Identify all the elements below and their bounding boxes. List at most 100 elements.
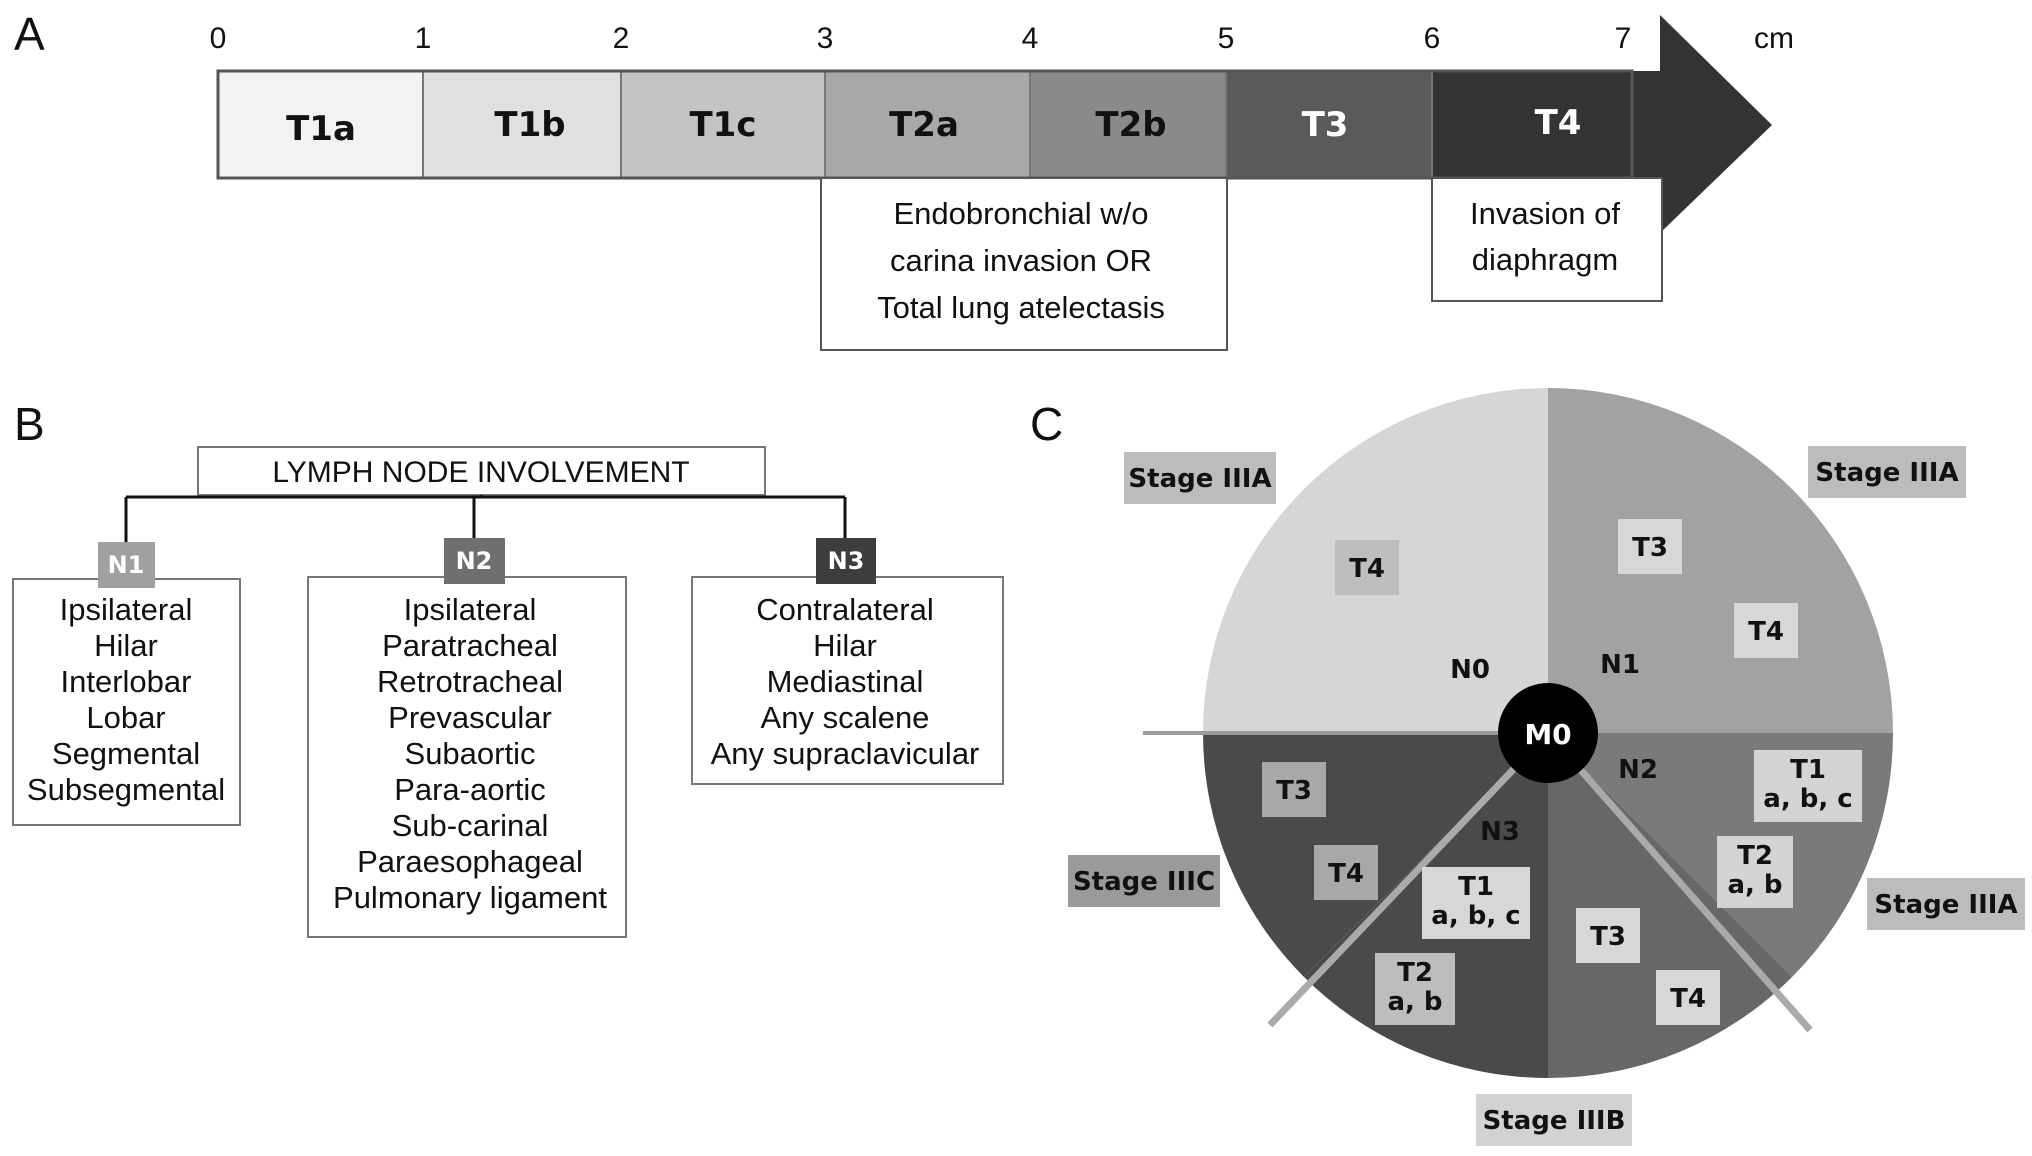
tick-6: 6 [1424,22,1441,55]
n2-item: Pulmonary ligament [333,880,607,915]
tree-connectors [124,495,847,542]
n3b-t4-tag [1656,970,1720,1025]
segment-t4 [1431,70,1633,179]
panel-c: C M0 N0 N1 N2 N3 T4 T3 T4 [1030,388,2025,1146]
n3-badge-label: N3 [828,547,865,575]
n3-t2-sub: a, b [1387,987,1442,1017]
stage-right: Stage IIIA [1874,890,2017,920]
n0-t4-text: T4 [1349,554,1385,584]
n2-t1-text: T1 [1790,755,1826,785]
n1-t3-text: T3 [1632,533,1668,563]
n1-t4-text: T4 [1748,617,1784,647]
sector-n3-right [1548,733,1792,1079]
n3b-t3-text: T3 [1590,922,1626,952]
tick-3: 3 [817,22,834,55]
n2-t2-tag [1717,836,1793,908]
n1-item: Segmental [52,736,200,771]
segment-t3 [1225,70,1433,179]
panel-c-letter: C [1030,398,1063,450]
n2-item: Ipsilateral [404,592,537,627]
lymph-node-title-box [197,446,766,496]
n2-box [307,576,627,938]
n1-item: Hilar [94,628,158,663]
n2-item: Paratracheal [382,628,558,663]
t-category-tags: T4 T3 T4 T1 a, b, c T2 a, b T3 T4 T1 a, … [1262,519,1862,1025]
lymph-node-title: LYMPH NODE INVOLVEMENT [272,456,689,489]
n2-t2-sub: a, b [1727,870,1782,900]
n3-t2-text: T2 [1397,958,1433,988]
n1-t4-tag [1734,603,1798,658]
stage-top-right: Stage IIIA [1815,458,1958,488]
n2-t1-tag [1754,750,1862,822]
stage-bottom-tag [1476,1094,1632,1146]
tick-4: 4 [1022,22,1039,55]
tick-2: 2 [613,22,630,55]
n0-t4-tag [1335,540,1399,595]
n1-item: Ipsilateral [60,592,193,627]
n3b-t3-tag [1576,908,1640,963]
stage-labels: Stage IIIA Stage IIIA Stage IIIC Stage I… [1068,446,2025,1146]
t2-criteria-line-2: carina invasion OR [890,243,1152,278]
label-t4: T4 [1535,103,1582,143]
t4-criteria-line-1: Invasion of [1470,196,1620,231]
stage-right-tag [1867,878,2025,930]
n3-t1-tag [1422,867,1530,939]
n3-t3-tag [1262,762,1326,817]
n2-item: Para-aortic [394,772,546,807]
sector-n1 [1548,388,1893,733]
segment-t1b [422,70,622,179]
n3-t1-text: T1 [1458,872,1494,902]
n2-t1-sub: a, b, c [1763,784,1852,814]
label-t1c: T1c [689,105,756,145]
label-t3: T3 [1302,105,1349,145]
tick-7: 7 [1615,22,1632,55]
t4-criteria-box [1431,177,1663,302]
stage-bottom: Stage IIIB [1483,1106,1626,1136]
tick-5: 5 [1218,22,1235,55]
n1-item: Lobar [86,700,165,735]
panel-b-letter: B [14,398,45,450]
n2-item: Sub-carinal [392,808,549,843]
stage-left-tag [1068,855,1220,907]
n1-badge [98,542,155,588]
panel-a: A 0 1 2 3 4 5 6 7 cm T1a T1b [14,8,1794,351]
t2-criteria-line-3: Total lung atelectasis [877,290,1165,325]
label-t2a: T2a [889,105,959,145]
n3-item: Any scalene [761,700,930,735]
n1-badge-label: N1 [108,551,145,579]
n2-badge-label: N2 [456,547,493,575]
n1-t3-tag [1618,519,1682,574]
n3-badge [816,538,876,584]
n3-t4-text: T4 [1328,859,1364,889]
n1-box [12,578,241,826]
n3-label: N3 [1480,817,1520,847]
cm-axis: 0 1 2 3 4 5 6 7 cm [210,22,1794,55]
n3-t2-tag [1375,953,1455,1025]
stage-top-left-tag [1124,452,1276,504]
n2-item: Paraesophageal [357,844,583,879]
n3-t1-sub: a, b, c [1431,901,1520,931]
label-t1b: T1b [494,105,565,145]
t4-criteria-line-2: diaphragm [1472,242,1618,277]
panel-b: B LYMPH NODE INVOLVEMENT N1 Ipsilateral … [12,398,1004,938]
n2-label: N2 [1618,755,1658,785]
label-t1a: T1a [286,109,356,149]
label-t2b: T2b [1095,105,1166,145]
arrow-shaft-tail [1632,71,1664,178]
n1-item: Interlobar [61,664,192,699]
n3-item: Any supraclavicular [711,736,980,771]
stage-top-left: Stage IIIA [1128,464,1271,494]
m0-label: M0 [1524,718,1571,751]
n3-item: Hilar [813,628,877,663]
t2-criteria-line-1: Endobronchial w/o [893,196,1148,231]
tick-1: 1 [415,22,432,55]
n2-item: Prevascular [388,700,552,735]
n3-item: Mediastinal [767,664,924,699]
n3-box [691,576,1004,785]
n3-t3-text: T3 [1276,776,1312,806]
n2-item: Retrotracheal [377,664,563,699]
panel-a-letter: A [14,8,45,60]
divider-left-diagonal [1267,730,1551,1028]
n1-label: N1 [1600,650,1640,680]
